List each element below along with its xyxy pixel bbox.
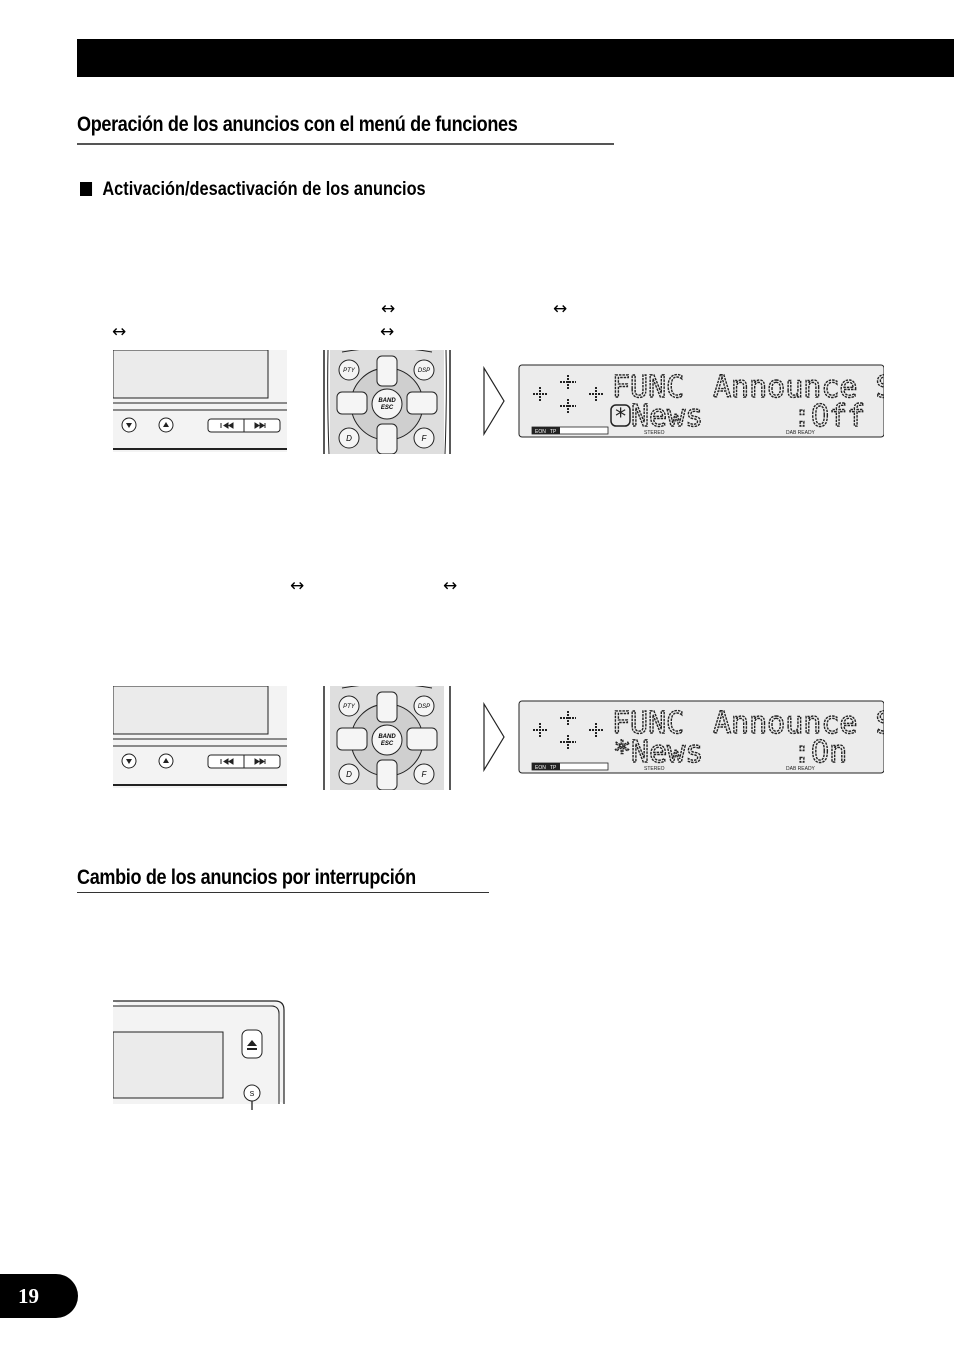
asterisk-icon: * [614,405,627,430]
pty-label: PTY [343,704,356,710]
lcd-value-text: :Off [793,399,865,434]
dsp-button [413,359,435,381]
band-label: BAND [378,398,396,404]
tp-indicator: TP [550,429,557,435]
up-button-icon[interactable] [158,417,174,433]
dab-ready-indicator: DAB READY [786,766,816,772]
stereo-indicator: STEREO [644,766,665,772]
band-esc-button [371,388,403,420]
left-key [336,391,368,415]
section-title: Operación de los anuncios con el menú de… [77,113,518,136]
subsection-title: Activación/desactivación de los anuncios [102,179,426,200]
esc-label: ESC [381,405,394,411]
lcd-value-text: :On [793,735,847,770]
double-arrow-icon: ↔ [381,299,396,319]
double-arrow-icon: ↔ [553,299,568,319]
previous-track-icon[interactable] [220,422,234,429]
double-arrow-icon: ↔ [290,576,305,596]
header-bar [77,39,954,77]
d-button [338,427,360,449]
pty-label: PTY [343,368,356,374]
band-label: BAND [378,734,396,740]
down-button-icon[interactable] [121,417,137,433]
eject-icon [247,1040,257,1050]
d-label: D [346,770,352,779]
lcd-func-text: FUNC [612,706,684,741]
double-arrow-icon: ↔ [112,322,127,342]
right-key [406,391,438,415]
head-unit-detail: S [113,1000,285,1110]
lcd-display-1: FUNC Announce S * News :Off EON TP STERE… [518,364,884,438]
lcd-news-text: *News [613,735,703,770]
previous-track-icon[interactable] [220,758,234,765]
down-key [376,423,398,454]
remote-control: BAND ESC PTY DSP D F [323,350,451,454]
up-key [376,355,398,387]
lcd-news-text: News [631,399,703,434]
subsection-heading: Activación/desactivación de los anuncios [80,179,426,201]
lcd-func-text: FUNC [612,370,684,405]
pty-button [338,359,360,381]
esc-label: ESC [381,741,394,747]
section2-title: Cambio de los anuncios por interrupción [77,866,416,889]
head-unit-panel [113,350,287,452]
lcd-announce-text: Announce S [713,370,884,405]
up-button-icon[interactable] [158,753,174,769]
next-track-icon[interactable] [254,422,266,429]
chevron-right-icon [483,366,505,436]
remote-control: BAND ESC PTY DSP D F [323,686,451,790]
page-number: 19 [0,1274,78,1318]
eon-indicator: EON [535,429,546,435]
section2-title-underline [77,892,489,893]
dab-ready-indicator: DAB READY [786,430,816,436]
f-label: F [422,434,428,443]
f-label: F [422,770,428,779]
lcd-display-2: FUNC Announce S *News :On EON TP STEREO … [518,700,884,774]
double-arrow-icon: ↔ [443,576,458,596]
cursor-box [610,404,631,427]
square-bullet-icon [80,182,93,196]
head-unit-panel [113,686,287,788]
next-track-icon[interactable] [254,758,266,765]
chevron-right-icon [483,702,505,772]
eon-indicator: EON [535,765,546,771]
f-button [413,427,435,449]
stereo-indicator: STEREO [644,430,665,436]
dsp-label: DSP [418,704,430,710]
double-arrow-icon: ↔ [380,322,395,342]
lcd-announce-text: Announce S [713,706,884,741]
dsp-label: DSP [418,368,430,374]
s-button-label: S [250,1091,255,1098]
d-label: D [346,434,352,443]
tp-indicator: TP [550,765,557,771]
section-title-underline [77,143,614,145]
down-button-icon[interactable] [121,753,137,769]
